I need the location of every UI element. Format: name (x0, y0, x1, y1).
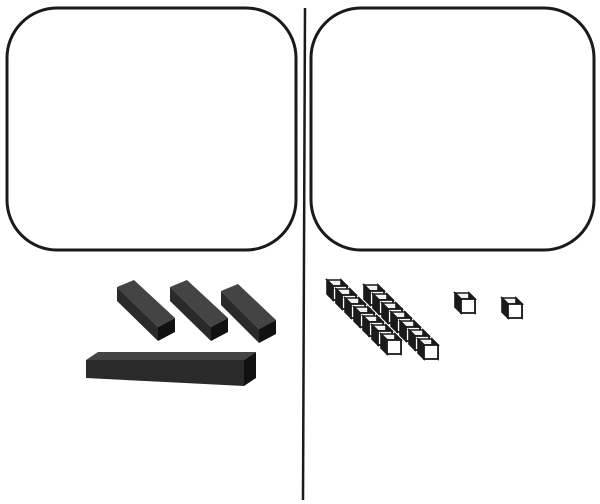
right-answer-box[interactable] (311, 8, 594, 250)
dark-rod (117, 280, 175, 341)
left-answer-box[interactable] (7, 8, 296, 250)
unit-cube (455, 293, 475, 313)
dark-rod (221, 284, 276, 343)
center-divider (303, 8, 305, 500)
unit-cube (502, 298, 522, 318)
dark-flat (86, 352, 256, 386)
dark-rod (170, 280, 228, 341)
